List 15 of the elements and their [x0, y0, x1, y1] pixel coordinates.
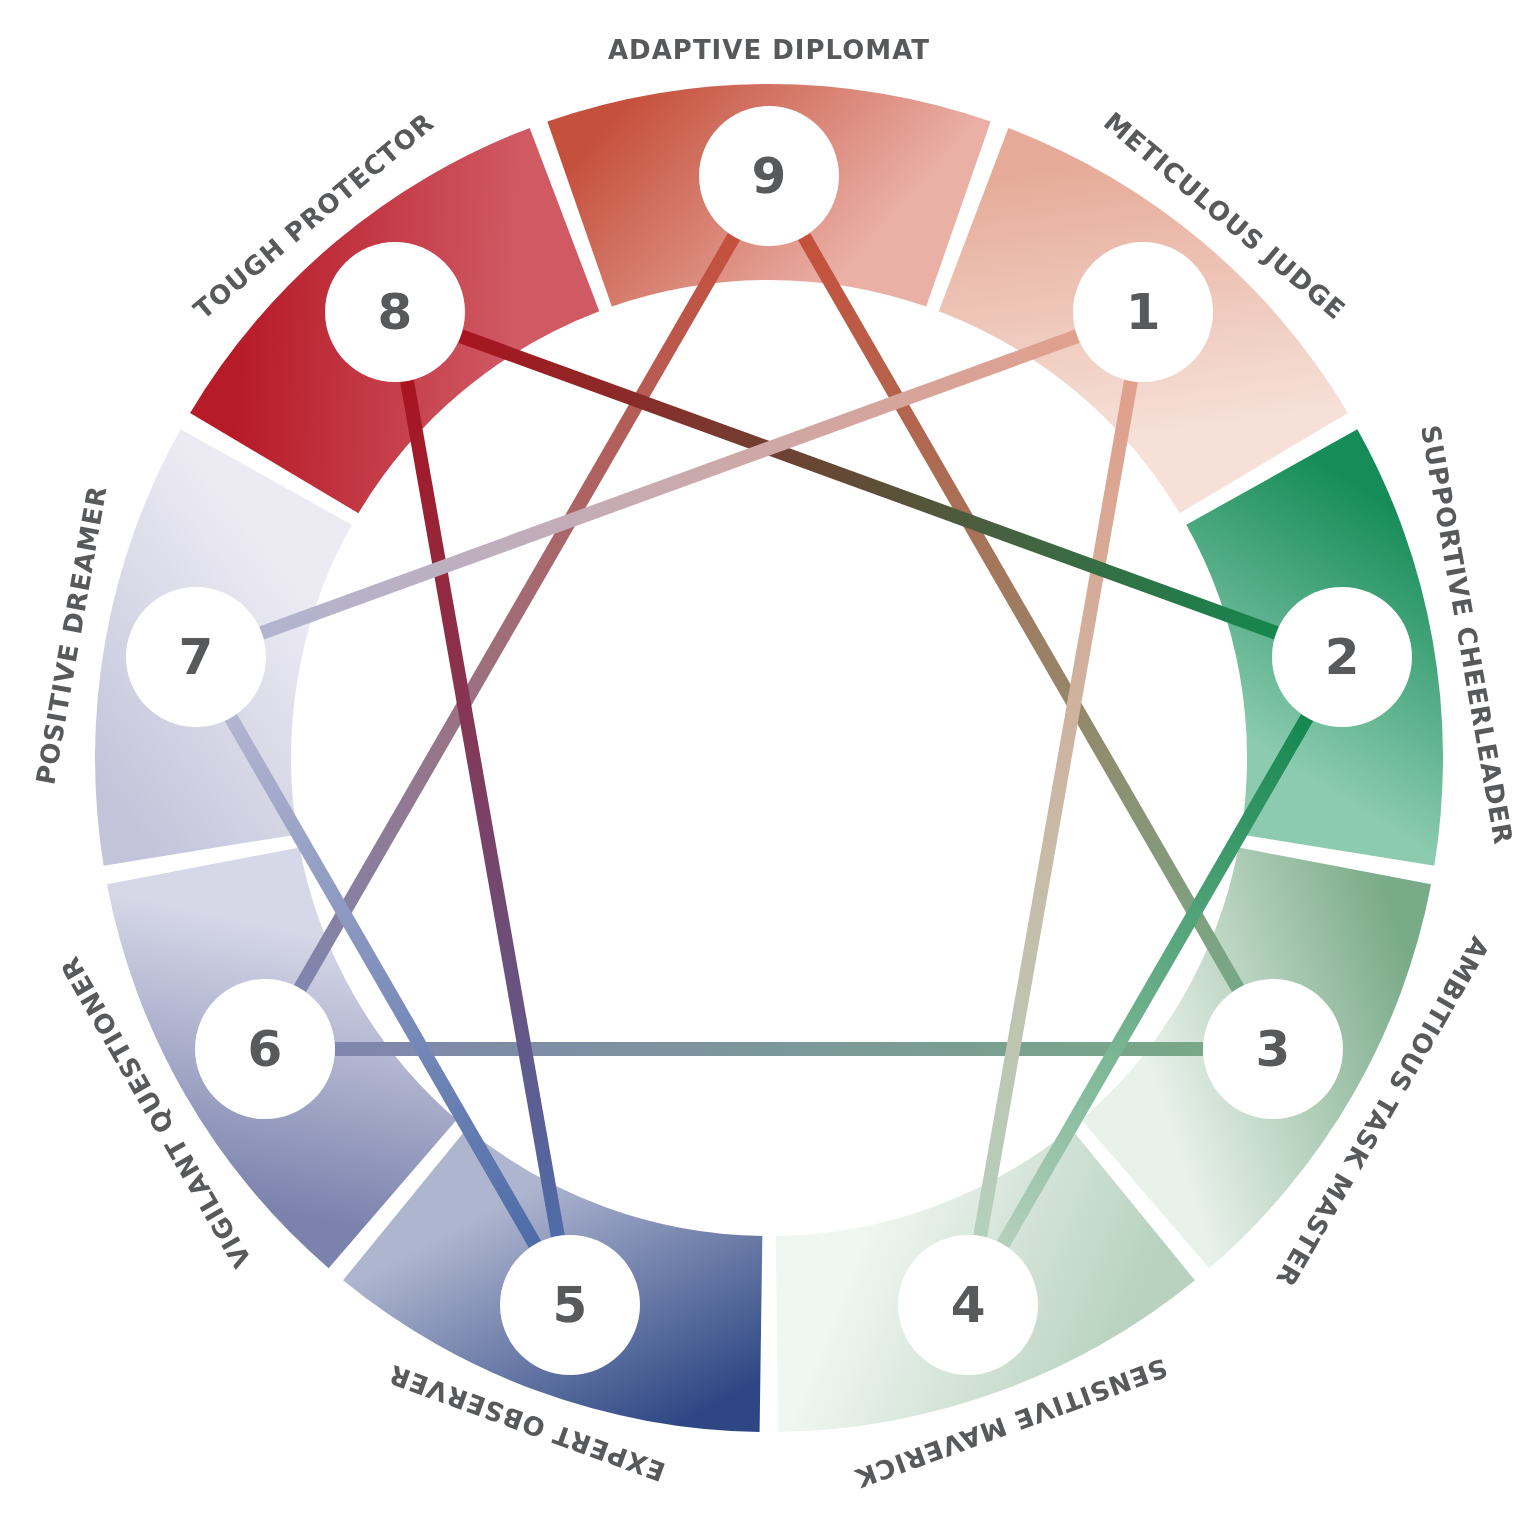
type-number: 4 [950, 1279, 986, 1330]
connector-line [224, 714, 541, 1248]
connector-line [973, 379, 1138, 1238]
type-number: 3 [1255, 1024, 1291, 1074]
connector-line [997, 714, 1314, 1248]
type-number: 6 [247, 1024, 283, 1074]
type-number: 8 [377, 287, 413, 338]
type-number: 1 [1125, 287, 1161, 338]
type-number: 9 [751, 151, 787, 201]
type-number: 2 [1324, 631, 1360, 682]
type-name-label: ADAPTIVE DIPLOMAT [608, 37, 930, 63]
type-number: 5 [552, 1279, 588, 1330]
connector-line [400, 379, 565, 1238]
connector-line [334, 1042, 1204, 1056]
type-number: 7 [178, 631, 214, 682]
